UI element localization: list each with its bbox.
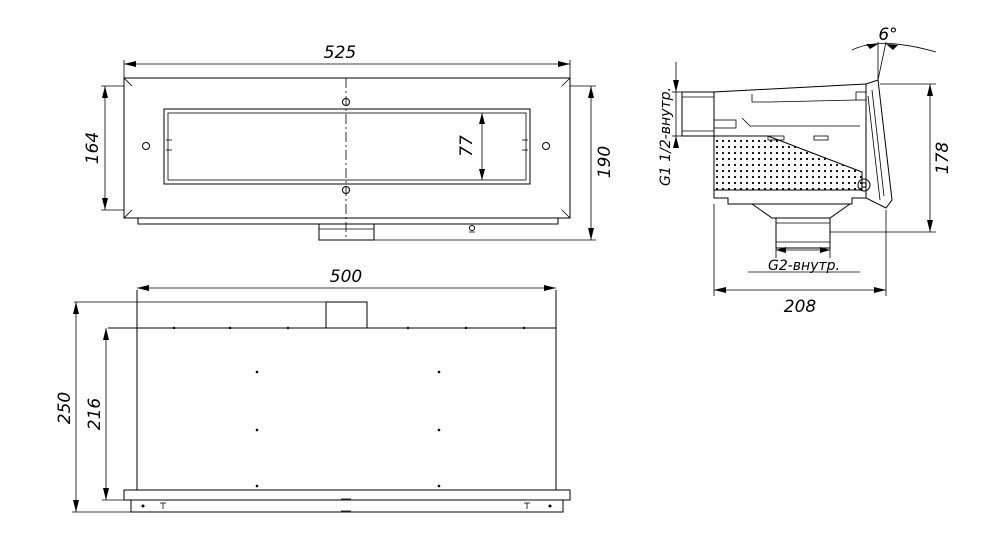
inlet-pipe [325,301,368,329]
mounting-hole [342,186,350,194]
dim-label-outer-height: 190 [595,146,615,178]
inlet-thread-label: G1 1/2-внутр. [658,87,674,186]
outlet-pipe [318,223,375,241]
dim-label-side-height: 178 [933,142,953,175]
hinge-icon [857,178,871,192]
mounting-hole [342,98,350,106]
side-grate [865,79,893,209]
mounting-hole [542,142,550,150]
dim-label-front-inner-height: 216 [85,398,105,431]
top-view-slot [163,108,531,185]
side-outlet-pipe [775,217,831,249]
dim-label-width: 525 [324,43,356,63]
front-view-grate [123,489,571,501]
outlet-thread-label: G2-внутр. [768,258,840,274]
dim-label-slot: 77 [457,135,477,157]
dim-label-inner-height: 164 [83,132,103,164]
dim-label-depth: 208 [784,297,817,317]
front-view: 500 250 216 [55,267,571,513]
mounting-hole [142,142,150,150]
top-view: 525 164 190 77 [83,43,615,241]
dim-label-front-width: 500 [330,267,362,287]
perforated-basket [713,135,863,191]
dim-label-front-outer-height: 250 [55,392,75,424]
side-inlet-pipe [681,91,715,137]
side-view: G1 1/2-внутр. G2-внутр. 208 178 6° [658,25,953,317]
angle-label: 6° [878,25,897,45]
